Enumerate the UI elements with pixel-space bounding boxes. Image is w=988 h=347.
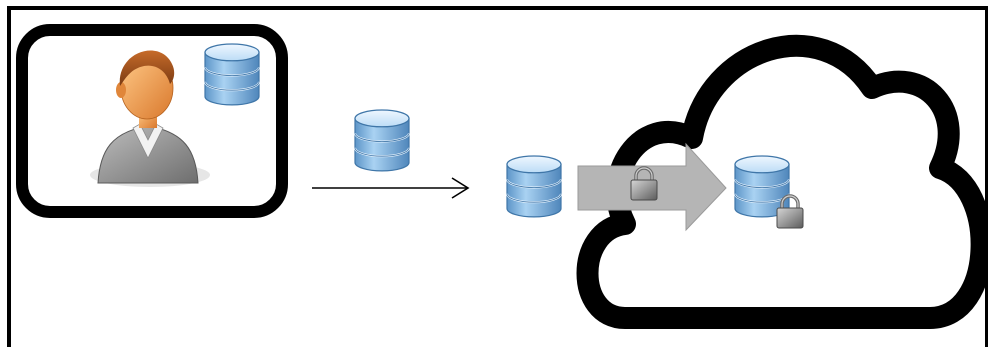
arrow-icon-thin	[312, 177, 470, 199]
outer-frame	[7, 6, 988, 347]
user-icon	[90, 50, 210, 187]
database-icon-transit	[353, 108, 411, 172]
database-icon-local	[505, 154, 563, 218]
database-icon-user	[203, 42, 261, 106]
